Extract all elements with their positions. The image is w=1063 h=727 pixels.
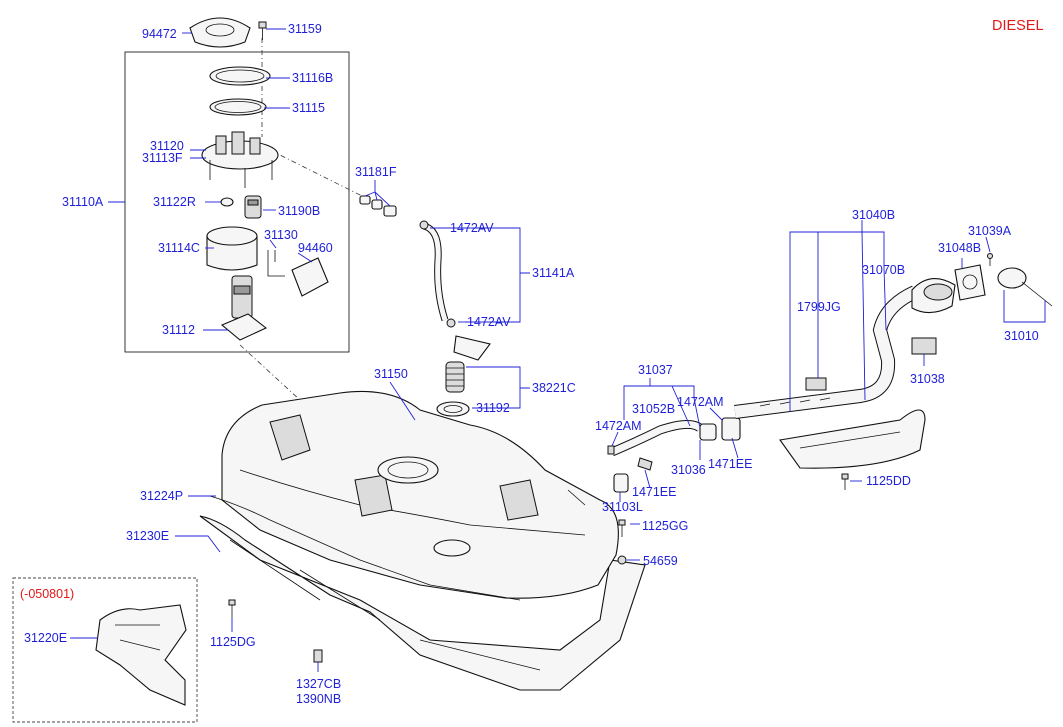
o-ring-31122R <box>220 197 234 207</box>
label-31048B: 31048B <box>938 241 981 255</box>
label-31224P: 31224P <box>140 489 183 503</box>
label-31103L: 31103L <box>602 500 643 514</box>
label-31037: 31037 <box>638 363 673 377</box>
sender-31130 <box>267 250 285 277</box>
part-labels: 94472 31159 31116B 31115 31120 31113F 31… <box>24 22 1039 706</box>
gasket-31048B <box>954 264 986 301</box>
label-31159: 31159 <box>288 22 322 36</box>
bolt-31159 <box>258 21 267 40</box>
hose-31037 <box>607 420 703 457</box>
label-31115: 31115 <box>292 101 325 115</box>
label-1327CB: 1327CB <box>296 677 341 691</box>
label-31130: 31130 <box>264 228 298 242</box>
pump-flange-31120 <box>201 131 279 188</box>
label-31122R: 31122R <box>153 195 196 209</box>
filter-31190B <box>244 195 262 219</box>
pump-31112 <box>220 275 268 341</box>
label-54659: 54659 <box>643 554 678 568</box>
label-31114C: 31114C <box>158 241 200 255</box>
label-31113F: 31113F <box>142 151 183 165</box>
label-1390NB: 1390NB <box>296 692 341 706</box>
label-31010: 31010 <box>1004 329 1039 343</box>
nut-54659 <box>617 555 627 565</box>
bolt-1125DD <box>841 473 849 490</box>
cover-plate-94472 <box>189 17 251 48</box>
reservoir-31114C <box>206 226 258 271</box>
valve-38221C <box>445 335 491 393</box>
bolt-1125GG <box>618 519 626 537</box>
label-31070B: 31070B <box>862 263 905 277</box>
protector-31224P <box>209 495 521 601</box>
label-1472AV-bottom: 1472AV <box>467 315 511 329</box>
label-31040B: 31040B <box>852 208 895 222</box>
vent-valves-31181F <box>359 195 397 217</box>
label-31038: 31038 <box>910 372 945 386</box>
bracket-1799JG <box>805 377 827 391</box>
hose-31103L <box>613 457 653 493</box>
gasket-31192 <box>436 401 470 417</box>
label-31039A: 31039A <box>968 224 1012 238</box>
label-31150: 31150 <box>374 367 408 381</box>
label-1799JG: 1799JG <box>797 300 841 314</box>
label-31038 <box>911 337 937 355</box>
label-1472AM-right: 1472AM <box>677 395 724 409</box>
leader-lines <box>70 28 1046 672</box>
label-31036: 31036 <box>671 463 706 477</box>
label-31116B: 31116B <box>292 71 333 85</box>
sensor-94460 <box>291 257 329 297</box>
label-31141A: 31141A <box>532 266 575 280</box>
label-1471EE-right: 1471EE <box>708 457 752 471</box>
label-1471EE-left: 1471EE <box>632 485 676 499</box>
label-38221C: 38221C <box>532 381 576 395</box>
label-31112: 31112 <box>162 323 195 337</box>
label-31190B: 31190B <box>278 204 320 218</box>
label-31220E: 31220E <box>24 631 67 645</box>
cap-31010 <box>997 267 1053 307</box>
bolt-1125DG <box>228 599 236 618</box>
label-31192: 31192 <box>476 401 510 415</box>
variant-label: DIESEL <box>992 18 1044 34</box>
assembly-line-module <box>239 344 301 401</box>
fuel-tank-31150 <box>221 390 619 599</box>
protector-31220E <box>95 604 187 706</box>
screw-31039A <box>987 253 993 266</box>
inset-frame <box>12 577 198 723</box>
label-31120: 31120 <box>150 139 184 153</box>
label-94472: 94472 <box>142 27 177 41</box>
label-1472AV-top: 1472AV <box>450 221 494 235</box>
label-31230E: 31230E <box>126 529 169 543</box>
inset-date-range: (-050801) <box>20 587 74 601</box>
protector-31230E <box>199 515 646 691</box>
label-31052B: 31052B <box>632 402 675 416</box>
label-1472AM-left: 1472AM <box>595 419 642 433</box>
protector-31070B <box>779 409 926 469</box>
vapor-hose-31141A <box>419 220 456 328</box>
label-31181F: 31181F <box>355 165 397 179</box>
label-1125DG: 1125DG <box>210 635 256 649</box>
label-1125GG: 1125GG <box>642 519 688 533</box>
hose-31036 <box>699 417 741 441</box>
filler-pipe-31040B <box>734 278 956 419</box>
nut-1327CB <box>313 649 323 663</box>
label-94460: 94460 <box>298 241 333 255</box>
label-1125DD: 1125DD <box>866 474 911 488</box>
label-31110A: 31110A <box>62 195 104 209</box>
